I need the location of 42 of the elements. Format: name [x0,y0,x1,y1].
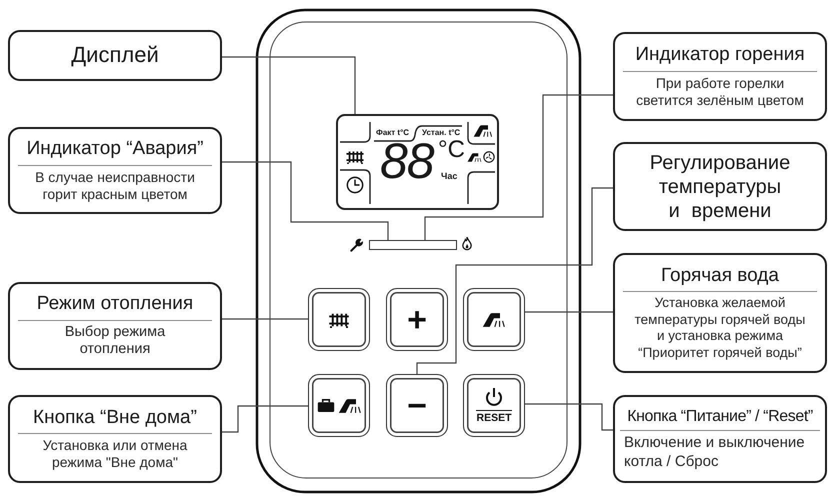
callout-text: Включение и выключение котла / Сброс [623,434,806,471]
display-label: Устан. t°C [422,129,460,137]
leader-line [222,161,389,240]
callout-box [613,32,827,121]
callout-box [8,30,222,81]
leader-line [525,403,613,431]
unit-label: °C [438,138,465,162]
indicator-bar [369,240,457,250]
callout-box [613,142,827,231]
callout-box [613,395,827,483]
callout-box [8,282,222,370]
leader-line [222,405,308,433]
display-label: Факт t°C [376,129,410,137]
callout-text: При работе горелки светится зелёным цветом [635,74,805,109]
callout-box [8,395,222,483]
callout-title: Индикатор горения [635,44,805,67]
callout-title: Кнопка “Вне дома” [33,406,197,430]
away-mode-button [308,374,370,437]
plus-button: + [386,288,448,351]
minus-button: − [386,374,448,437]
callout-box [8,127,222,214]
leader-line [525,311,613,313]
callout-title: Горячая вода [661,264,779,288]
callout-text: Установка или отмена режима "Вне дома" [42,437,188,472]
callout-text: В случае неисправности горит красным цветом [34,168,196,203]
leader-line [222,318,308,320]
reset-button: RESET [463,374,525,437]
callout-title: Кнопка “Питание” / “Reset” [627,407,813,426]
callout-box [613,253,827,373]
leader-line [222,56,356,114]
callout-title: Регулирование температуры и времени [648,150,792,222]
callout-text: Выбор режима отопления [64,324,166,360]
callout-title: Индикатор “Авария” [26,138,204,161]
leader-line [416,187,613,374]
callout-title: Дисплей [71,42,159,69]
leader-line [424,94,613,240]
temperature-digits: 88 [380,136,434,186]
callout-text: Установка желаемой температуры горячей воды и установка режима “Приоритет горячей воды” [634,295,806,362]
unit-label: Час [441,172,458,181]
hot-water-button [463,288,525,351]
heating-mode-button [308,288,370,351]
callout-title: Режим отопления [36,292,194,316]
